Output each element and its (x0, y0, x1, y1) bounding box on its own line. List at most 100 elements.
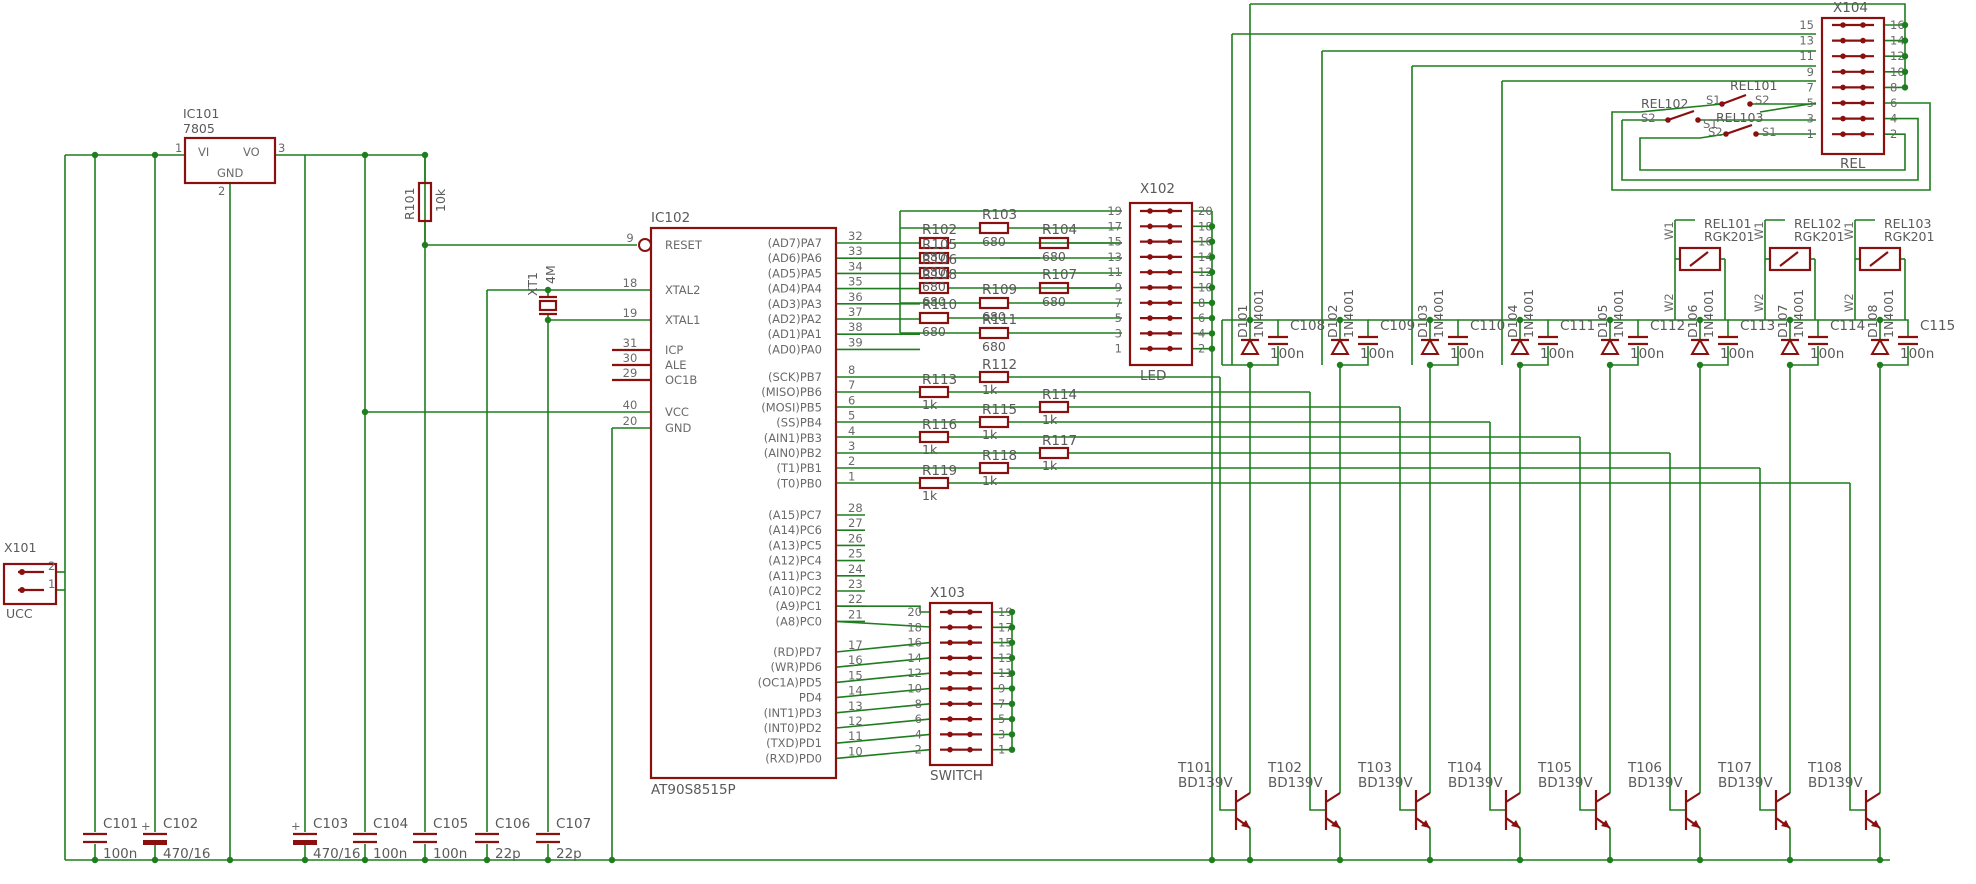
junction-dot (1696, 856, 1704, 864)
x103-pin-dot (947, 731, 953, 738)
junction-dot (1008, 639, 1016, 646)
contact-blade (1725, 123, 1753, 136)
x102-pin-dot (1167, 208, 1173, 214)
x102-pin-dot (1147, 223, 1153, 230)
transistor-value: BD139V (1538, 775, 1593, 791)
junction-dot (483, 856, 491, 864)
base-resistor (978, 461, 1010, 475)
cap-value: 100n (103, 846, 137, 862)
ic102-pin-name: (INT1)PD3 (764, 706, 822, 720)
x102-pin-num: 18 (1198, 219, 1213, 233)
x102-pin-num: 20 (1198, 204, 1213, 218)
x104-pin-dot (1860, 115, 1866, 122)
x102-pin-num: 1 (1115, 342, 1122, 356)
x103-pin-num: 8 (915, 697, 922, 711)
contact-pin: S1 (1703, 117, 1718, 131)
x102-pin-num: 19 (1107, 204, 1122, 218)
x104-pin-dot (1840, 69, 1846, 75)
x102-pin-num: 5 (1115, 311, 1122, 325)
contact-pin: S2 (1708, 125, 1723, 139)
x103-pin-num: 5 (998, 712, 1005, 726)
cap-value: 100n (1810, 346, 1844, 362)
r101-value: 10k (433, 188, 448, 212)
wire (1880, 319, 1909, 336)
cap-value: 22p (495, 846, 521, 862)
diode-body (1690, 337, 1710, 355)
junction-dot (421, 856, 429, 864)
x104-pin-dot (1860, 22, 1866, 28)
junction-dot (1426, 316, 1434, 324)
base-resistor (1038, 446, 1070, 460)
diode-ref: D108 (1865, 304, 1880, 338)
x104-pin-dot (1840, 100, 1846, 106)
wires-layer (56, 3, 1931, 861)
ic102-pin-num: 1 (848, 469, 855, 483)
ic102-pin-num: 28 (848, 501, 863, 515)
junction-dot (151, 151, 159, 159)
ic102-pin-name: (MISO)PB6 (761, 385, 822, 399)
x104-pin-num: 9 (1807, 65, 1814, 79)
ic102-pin-name: (T0)PB0 (777, 476, 822, 490)
transistor-value: BD139V (1628, 775, 1683, 791)
led-resistor (1038, 236, 1070, 250)
transistor-emitter-arrow (1601, 820, 1610, 828)
ic102-pin-num: 29 (623, 366, 638, 380)
junction-dot (1008, 670, 1016, 677)
x102-pin-num: 7 (1115, 296, 1122, 310)
ic102-pin-num: 36 (848, 290, 863, 304)
x102-pin-dot (1147, 269, 1153, 276)
junction-dot (301, 856, 309, 864)
ic102-pin-name: PD4 (799, 691, 822, 705)
transistor-value: BD139V (1718, 775, 1773, 791)
ic102-pin-name: (TXD)PD1 (766, 736, 822, 750)
coil-type: RGK201 (1704, 229, 1754, 244)
x103-pin-num: 18 (907, 620, 922, 634)
wire (424, 221, 637, 246)
ic102-pin-name: ICP (665, 343, 683, 357)
contact-pin: S2 (1641, 111, 1656, 125)
ic102-pin-name: (A8)PC0 (776, 614, 822, 628)
ic102-pin-name: (MOSI)PB5 (761, 400, 822, 414)
ic102-pin-name: (AD2)PA2 (768, 312, 822, 326)
polarity-mark: + (141, 819, 151, 833)
x102-pin-dot (1167, 223, 1173, 230)
junction-dot (544, 856, 552, 864)
x102-pin-dot (1147, 284, 1153, 291)
junction-dot (1901, 53, 1909, 60)
base-resistor (1038, 400, 1070, 414)
x103-pin-num: 15 (998, 636, 1013, 650)
junction-dot (1336, 316, 1344, 324)
x103-pin-num: 13 (998, 651, 1013, 665)
x104-ref: X104 (1833, 0, 1868, 16)
ic102-pin-num: 23 (848, 577, 863, 591)
junction-dot (1876, 856, 1884, 864)
junction-dot (421, 151, 429, 159)
ic102-pin-name: GND (665, 421, 692, 435)
resistor-value: 680 (982, 234, 1006, 249)
xt1-body (538, 299, 558, 312)
wire (835, 748, 931, 760)
wire (1759, 468, 1776, 811)
ic102-pin-num: 21 (848, 607, 863, 621)
transistor-ref: T107 (1717, 760, 1752, 776)
junction-dot (1696, 361, 1704, 369)
transistor-ref: T103 (1357, 760, 1392, 776)
junction-dot (1008, 715, 1016, 723)
x103-pin-dot (947, 670, 953, 676)
pin-num: 1 (175, 141, 182, 155)
ic102-pin-name: (AD7)PA7 (768, 236, 822, 250)
coil-pin: W1 (1842, 221, 1856, 240)
x104-pin-dot (1840, 22, 1846, 28)
x104-pin-num: 15 (1799, 18, 1814, 32)
contact-ref: REL101 (1730, 78, 1777, 93)
coil-type: RGK201 (1794, 229, 1844, 244)
diode-ref: D104 (1505, 304, 1520, 338)
junction-dot (1208, 284, 1216, 291)
base-resistor (918, 430, 950, 444)
ic102-pin-num: 5 (848, 409, 855, 423)
wire (1250, 3, 1906, 25)
transistor-collector (1685, 792, 1701, 803)
ic102-pin-num: 8 (848, 363, 855, 377)
x104-pin-num: 16 (1890, 18, 1905, 32)
transistor-emitter-arrow (1691, 820, 1700, 828)
